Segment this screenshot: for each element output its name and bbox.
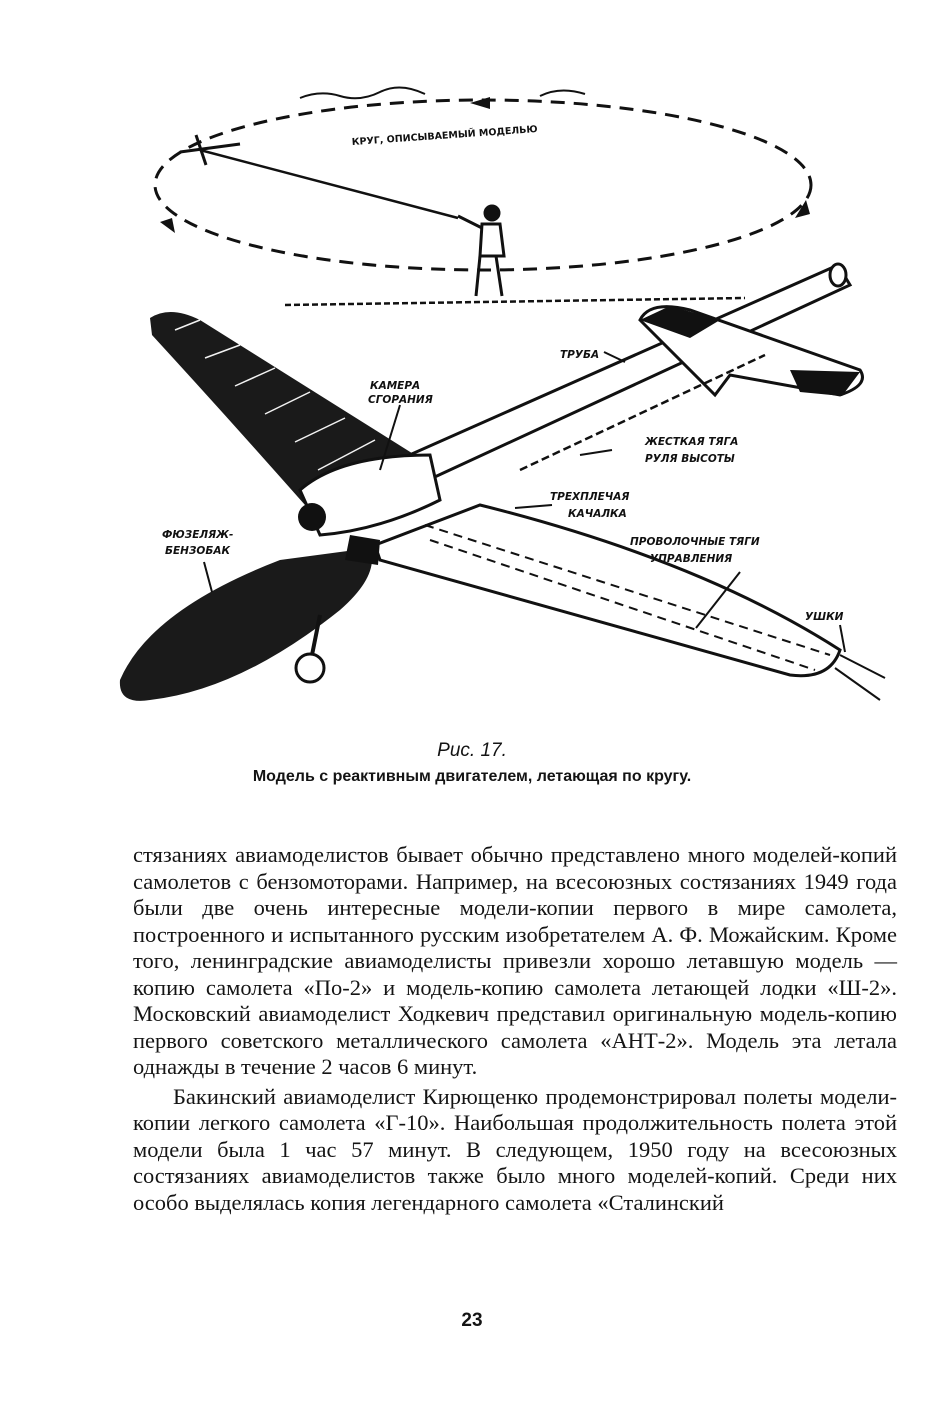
small-model-plane [179,134,241,166]
leader-lines [203,351,846,653]
left-wing [150,311,415,505]
ground-line [284,296,746,307]
person-figure [457,204,506,297]
figure-title: Модель с реактивным двигателем, летающая… [252,768,692,785]
paragraph: Бакинский авиамоделист Кирющенко продемо… [133,1083,897,1215]
label-chamber-1: КАМЕРА [370,380,420,392]
label-chamber-2: СГОРАНИЯ [368,394,433,406]
label-wires-2: УПРАВЛЕНИЯ [650,553,732,565]
label-tank-2: БЕНЗОБАК [165,545,230,557]
figure-caption: Рис. 17. Модель с реактивным двигателем,… [0,740,944,786]
page-number: 23 [461,1310,483,1331]
label-rocker-1: ТРЕХПЛЕЧАЯ [550,491,630,503]
label-rocker-2: КАЧАЛКА [568,508,627,520]
figure-illustration: КРУГ, ОПИСЫВАЕМЫЙ МОДЕЛЬЮ ТРУБА КАМЕРА С… [119,86,886,701]
body-text: стязаниях авиамоделистов бывает обычно п… [133,842,897,1216]
control-line [199,148,459,220]
label-circle: КРУГ, ОПИСЫВАЕМЫЙ МОДЕЛЬЮ [351,123,538,148]
right-wing [373,503,886,701]
label-lugs: УШКИ [805,611,844,623]
fuselage-tank [119,535,380,701]
sky-scribble [299,86,586,100]
label-wires-1: ПРОВОЛОЧНЫЕ ТЯГИ [630,536,760,548]
tailplane [638,305,864,398]
elevator-rod [519,353,766,472]
label-rod-2: РУЛЯ ВЫСОТЫ [645,453,735,465]
label-tube: ТРУБА [560,349,599,361]
circle-arrows [160,97,810,233]
label-rod-1: ЖЕСТКАЯ ТЯГА [644,436,738,448]
paragraph: стязаниях авиамоделистов бывает обычно п… [133,842,897,1079]
label-tank-1: ФЮЗЕЛЯЖ- [162,529,233,541]
figure-number: Рис. 17. [437,740,507,761]
